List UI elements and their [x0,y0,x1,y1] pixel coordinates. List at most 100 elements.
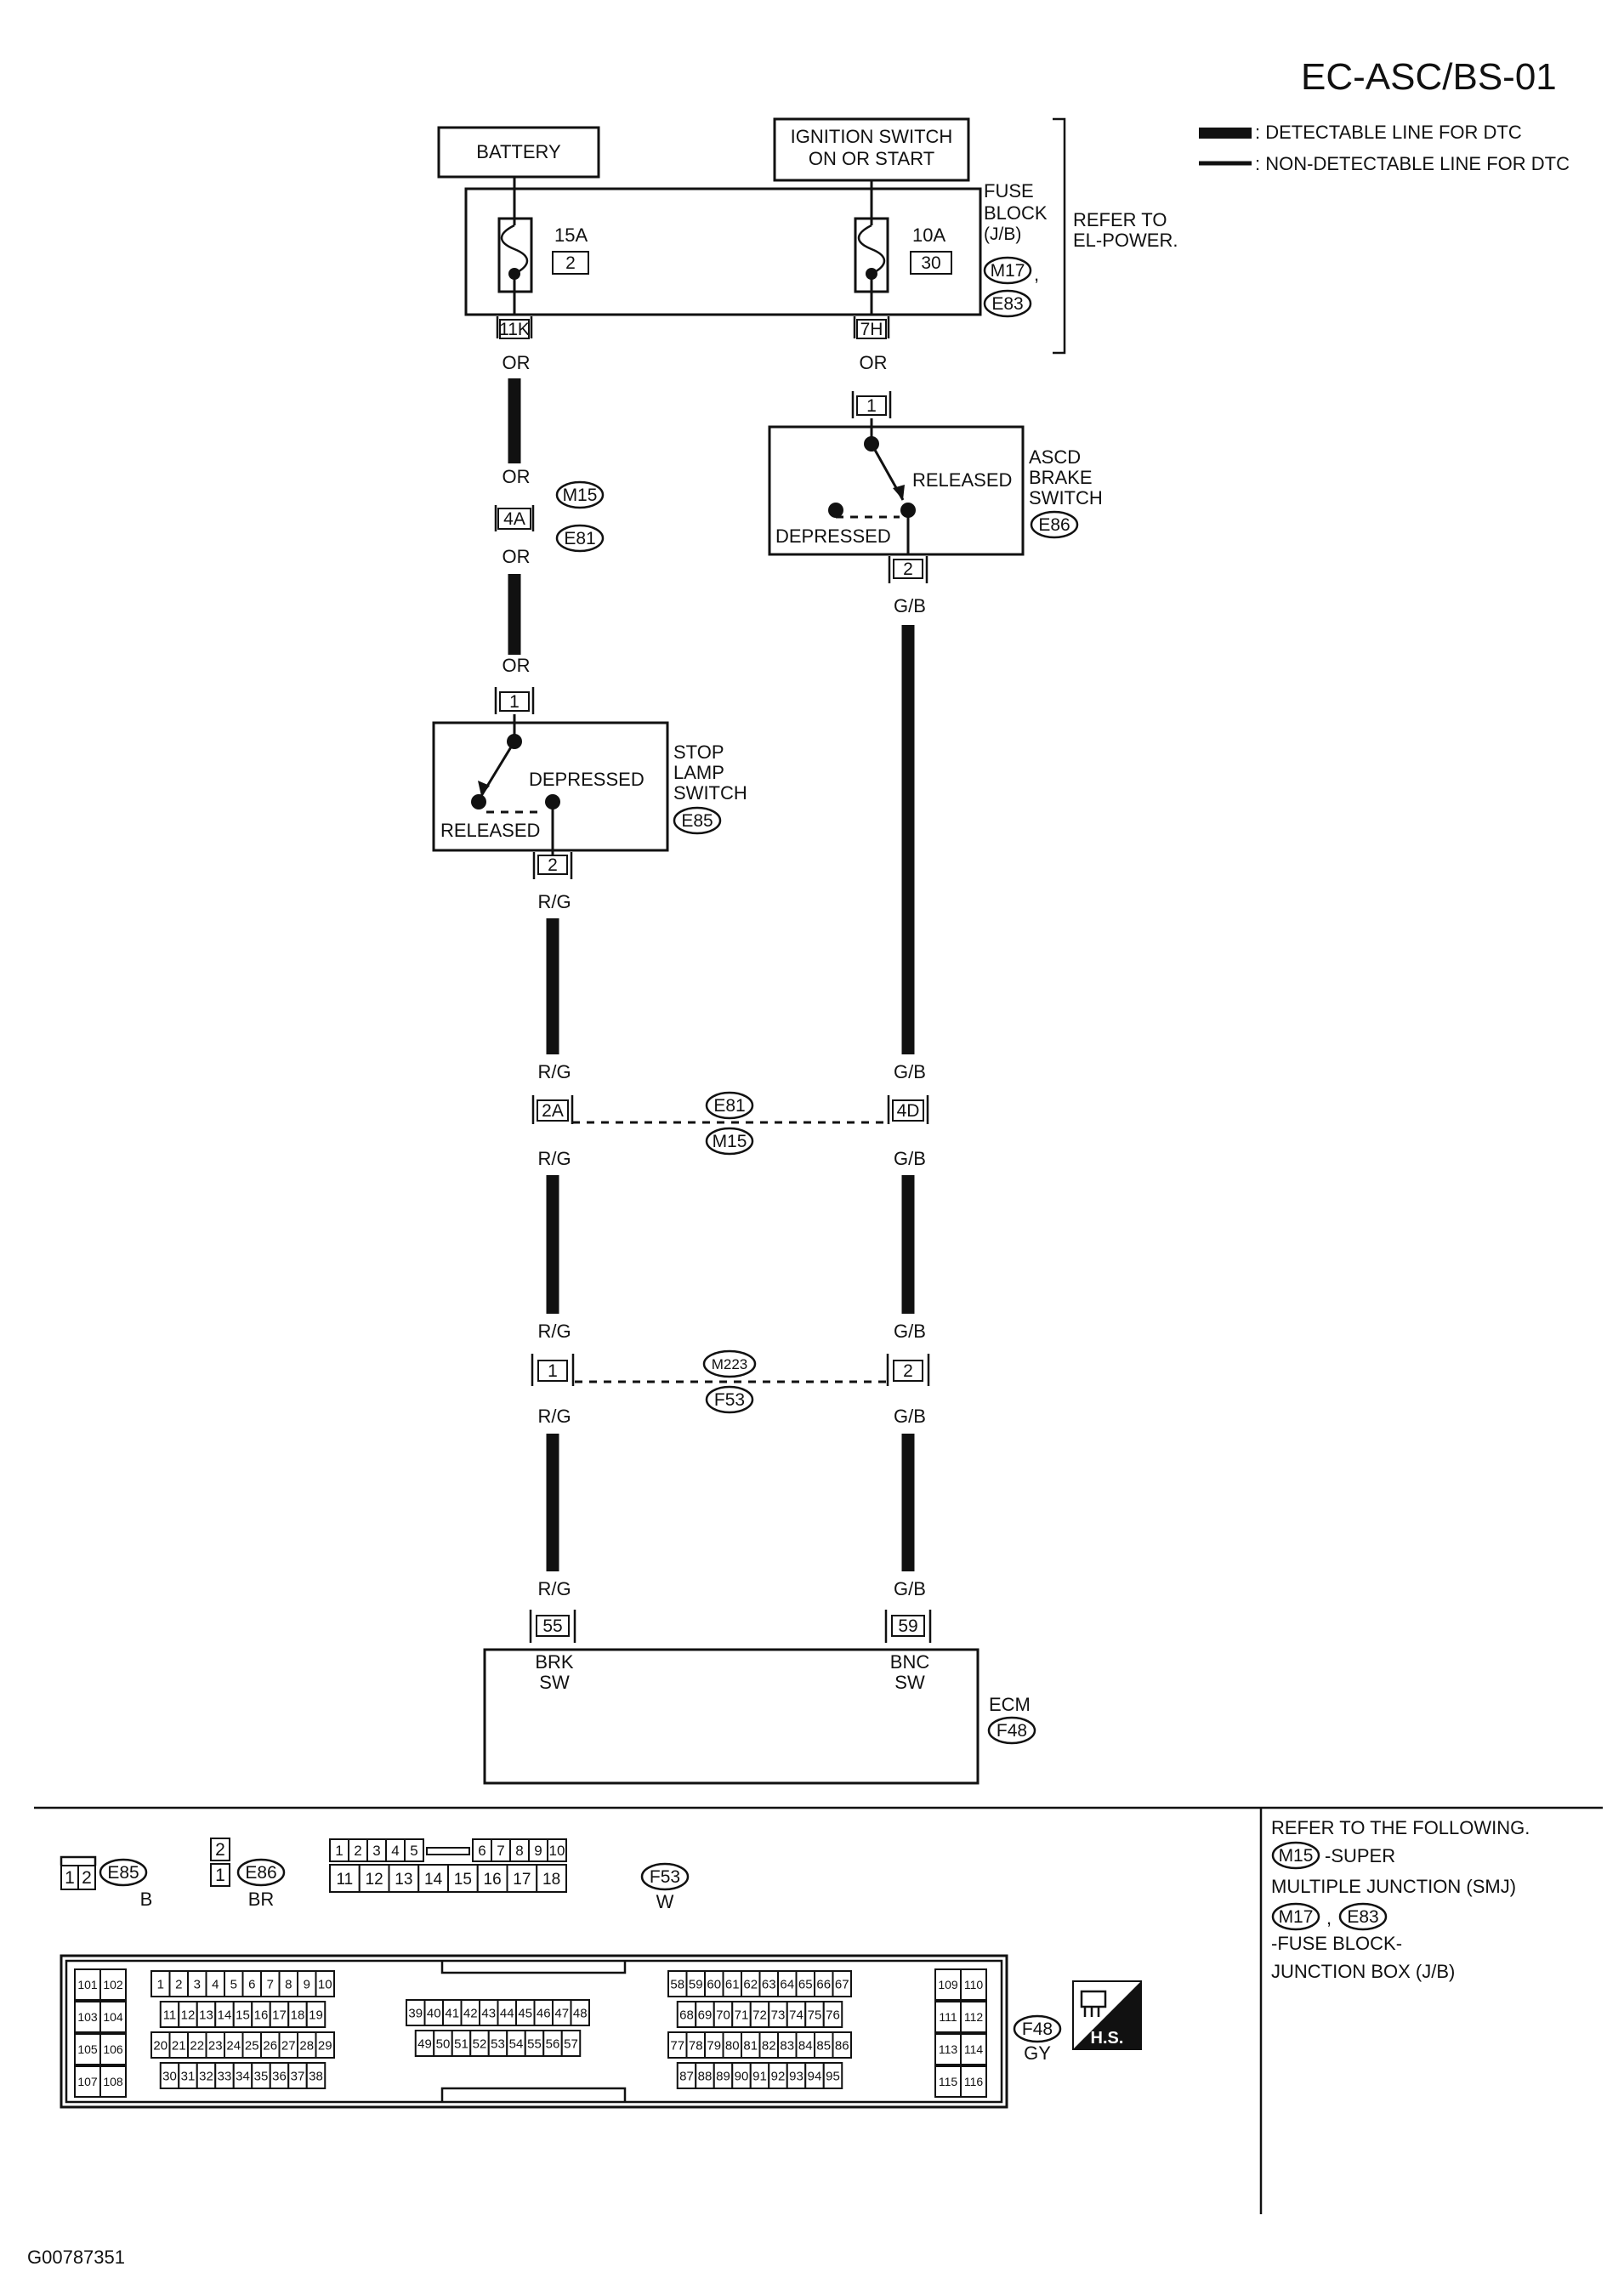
f53-pin-4: 4 [391,1843,399,1859]
f48-pin-17: 17 [272,2008,287,2022]
ecm-label: ECM [989,1694,1031,1715]
e85-pin-1: 1 [65,1868,75,1888]
f53-pin-10-cell [547,1838,567,1862]
pin-4a: 4A [503,509,525,529]
separator-comma: , [1034,264,1039,285]
ascd-switch-label-2: BRAKE [1029,467,1093,488]
fuse-block-label-3: (J/B) [984,224,1021,244]
f53-pin-9: 9 [534,1843,542,1859]
fuse-block [464,187,982,316]
pin-1-joint: 1 [548,1361,558,1381]
ecm-brk-label: BRK [535,1651,574,1673]
f48-pin-8: 8 [285,1977,292,1991]
refer-label-1: REFER TO [1073,209,1167,230]
wire-color-gb-5: G/B [894,1406,926,1427]
f48-pin-116: 116 [964,2075,984,2088]
f48-pin-102-cell [99,1968,127,2001]
wire-color-rg-1: R/G [537,891,571,912]
f53-pin-10: 10 [549,1843,565,1859]
f53-key-slot [426,1847,470,1855]
reference-m15-label: M15 [1279,1846,1314,1866]
f53-pin-14: 14 [424,1871,443,1889]
f53-label: F53 [650,1867,680,1887]
f48-pin-72: 72 [752,2008,767,2022]
connector-e81-label-upper: E81 [564,529,595,548]
f48-pin-45: 45 [518,2006,532,2020]
wire-color-gb-2: G/B [894,1061,926,1082]
ascd-switch-pin-2: 2 [903,560,913,579]
e85-color: B [140,1889,153,1910]
f48-pin-64: 64 [780,1977,794,1991]
ecm-box [483,1648,980,1785]
wire-color-gb-3: G/B [894,1148,926,1169]
f48-pin-110-cell [960,1968,987,2001]
fuse-10a-icon [857,224,886,276]
f48-pin-68: 68 [679,2008,694,2022]
connector-m15-label-mid: M15 [713,1132,747,1151]
wire-color-gb-4: G/B [894,1321,926,1342]
f48-pin-59: 59 [689,1977,703,1991]
f48-pin-82: 82 [762,2038,776,2053]
pin-2-joint: 2 [903,1361,913,1381]
f48-pin-114-cell [960,2033,987,2065]
ecm-brk-sw-label: SW [539,1672,570,1693]
e85-label: E85 [107,1863,139,1883]
f48-pin-3: 3 [194,1977,201,1991]
f48-pin-76-cell [822,2001,843,2028]
wire-color-or-2: OR [503,466,531,487]
f48-pin-83: 83 [780,2038,794,2053]
connector-e85-oval-switch [673,806,722,835]
f48-pin-40: 40 [427,2006,441,2020]
connector-m15-oval-mid [705,1127,754,1156]
f48-pin-51: 51 [454,2037,468,2051]
f48-pin-104-cell [99,2001,127,2033]
ignition-switch-box [773,117,970,182]
fuse-10a-rating: 10A [912,224,945,246]
reference-m15-oval [1271,1841,1320,1870]
wire-color-gb-6: G/B [894,1578,926,1599]
f48-pin-48: 48 [573,2006,588,2020]
ignition-label-2: ON OR START [809,148,934,169]
f53-pin-11: 11 [337,1871,354,1889]
stop-switch-pin-2: 2 [548,855,558,875]
f53-pin-15: 15 [454,1871,472,1889]
connector-f48-label-ecm: F48 [997,1721,1027,1741]
f48-pin-78: 78 [689,2038,703,2053]
wire-color-rg-3: R/G [537,1148,571,1169]
connector-m17-oval [983,256,1032,285]
connector-m17-label: M17 [991,261,1025,281]
f48-pin-46: 46 [537,2006,551,2020]
wire-color-gb-1: G/B [894,595,926,616]
pin-11k: 11K [499,320,530,339]
f48-pin-110: 110 [964,1978,984,1991]
f48-pin-13: 13 [199,2008,213,2022]
stop-switch-label-1: STOP [673,741,724,763]
connector-face-e85: 1 2 E85 B [60,1855,153,1910]
f48-pin-48-cell [570,1999,590,2026]
f48-pin-86: 86 [835,2038,849,2053]
legend-nondetectable-label: : NON-DETECTABLE LINE FOR DTC [1255,153,1570,174]
wire-color-or-4: OR [503,655,531,676]
f53-pin-17: 17 [513,1871,531,1889]
legend-detectable-label: : DETECTABLE LINE FOR DTC [1255,122,1522,143]
connector-e86-label-switch: E86 [1038,515,1070,535]
f48-pin-108: 108 [103,2075,123,2088]
f48-pin-32: 32 [199,2069,213,2083]
ascd-switch-depressed: DEPRESSED [775,525,891,547]
f48-pin-18: 18 [291,2008,305,2022]
f48-pin-106-cell [99,2033,127,2065]
f53-pin-2: 2 [354,1843,361,1859]
f48-pin-30: 30 [162,2069,177,2083]
f48-pin-58: 58 [670,1977,684,1991]
fuse-block-label-2: BLOCK [984,202,1048,224]
f48-pin-4: 4 [212,1977,219,1991]
f53-pin-5-cell [404,1838,424,1862]
f48-pin-66: 66 [816,1977,831,1991]
f48-pin-107: 107 [77,2075,98,2088]
f48-pin-29-cell [315,2031,335,2059]
f53-pin-16: 16 [484,1871,502,1889]
f48-pin-74: 74 [789,2008,803,2022]
f48-pin-7: 7 [267,1977,274,1991]
ascd-switch-label-1: ASCD [1029,446,1081,468]
